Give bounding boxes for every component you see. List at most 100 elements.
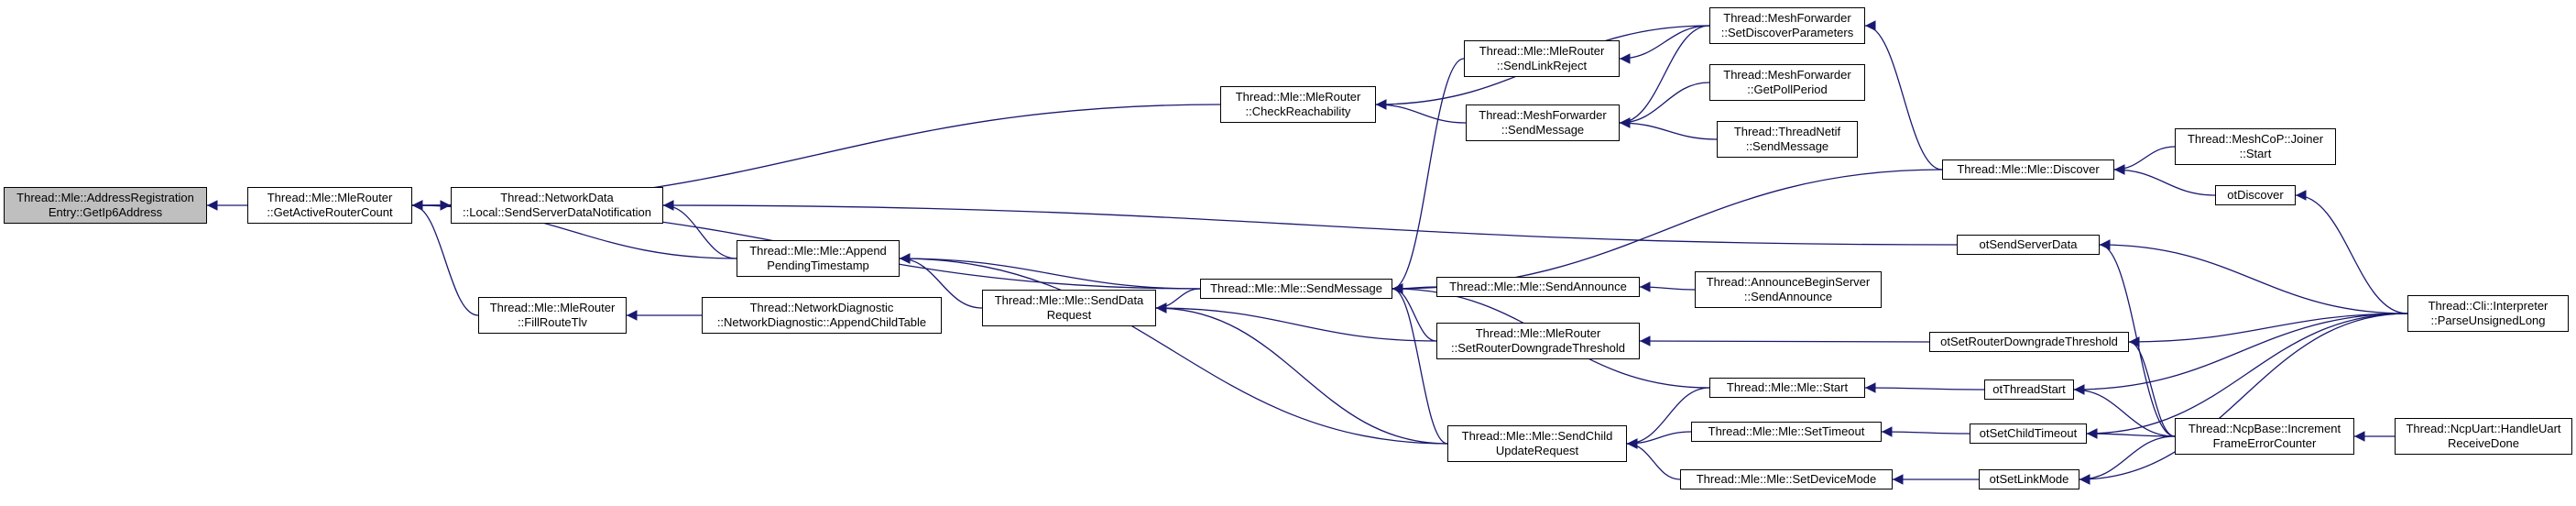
node-label: Thread::Mle::Mle::Start [1726,380,1849,394]
node-label: Thread::NetworkDiagnostic [749,301,894,314]
node-label: Thread::Mle::Mle::SendMessage [1210,281,1382,295]
node-label: Thread::Mle::Mle::SendData [994,293,1144,307]
node-label: ::GetActiveRouterCount [267,205,393,219]
node-set-router-downgrade-threshold[interactable]: Thread::Mle::MleRouter ::SetRouterDowngr… [1436,323,1640,359]
node-label: otSetRouterDowngradeThreshold [1940,335,2118,348]
node-append-pending-timestamp[interactable]: Thread::Mle::Mle::Append PendingTimestam… [737,240,900,277]
node-label: Thread::NetworkData [500,191,614,204]
node-label: otThreadStart [1992,382,2066,396]
node-label: Thread::Mle::MleRouter [1235,90,1361,104]
node-send-data-request[interactable]: Thread::Mle::Mle::SendData Request [982,290,1156,326]
node-handle-uart-receive-done[interactable]: Thread::NcpUart::HandleUart ReceiveDone [2395,418,2572,455]
node-label: Thread::Mle::Mle::SendChild [1461,429,1613,443]
edge-n10-n11 [1619,25,1710,128]
node-ot-thread-start[interactable]: otThreadStart [1984,380,2074,400]
node-label: ::FillRouteTlv [518,315,587,329]
node-mle-start[interactable]: Thread::Mle::Mle::Start [1709,378,1865,398]
node-label: Thread::Mle::Mle::SetDeviceMode [1696,472,1877,486]
node-set-device-mode[interactable]: Thread::Mle::Mle::SetDeviceMode [1680,469,1893,490]
node-discover[interactable]: Thread::Mle::Mle::Discover [1942,160,2114,180]
node-announce-begin-server[interactable]: Thread::AnnounceBeginServer ::SendAnnoun… [1695,271,1882,308]
edge-n7-n16 [1155,302,1437,342]
node-label: Thread::Mle::Mle::Append [749,244,887,258]
node-label: Thread::MeshForwarder [1479,108,1607,122]
node-label: Thread::MeshForwarder [1723,68,1851,82]
edge-n5-n10 [1375,99,1467,124]
edge-n10-n13 [1619,117,1718,140]
node-label: ::CheckReachability [1245,104,1351,118]
node-set-discover-parameters[interactable]: Thread::MeshForwarder ::SetDiscoverParam… [1709,7,1865,44]
edge-n17-n20 [1626,438,1681,480]
node-label: Thread::ThreadNetif [1733,125,1841,138]
edge-n6-n7 [899,253,983,309]
node-set-timeout[interactable]: Thread::Mle::Mle::SetTimeout [1691,422,1882,442]
edge-n8-n16 [1392,283,1437,342]
node-label: otDiscover [2227,188,2284,202]
edge-n2-n24 [662,200,1958,246]
node-label: Request [1046,308,1092,322]
node-label: PendingTimestamp [767,258,869,272]
node-joiner-start[interactable]: Thread::MeshCoP::Joiner ::Start [2175,128,2336,165]
node-send-child-update-request[interactable]: Thread::Mle::Mle::SendChild UpdateReques… [1447,425,1627,462]
node-send-link-reject[interactable]: Thread::Mle::MleRouter ::SendLinkReject [1464,40,1620,77]
node-label: Thread::Mle::Mle::SetTimeout [1708,424,1865,438]
node-check-reachability[interactable]: Thread::Mle::MleRouter ::CheckReachabili… [1220,86,1376,123]
edge-n21-n23 [2113,164,2216,196]
node-label: ::SendMessage [1501,123,1585,137]
node-label: Thread::Mle::MleRouter [267,191,393,204]
node-fill-route-tlv[interactable]: Thread::Mle::MleRouter ::FillRouteTlv [478,297,627,334]
node-get-active-router-count[interactable]: Thread::Mle::MleRouter ::GetActiveRouter… [247,187,412,224]
node-label: FrameErrorCounter [2212,436,2317,450]
node-label: Thread::Mle::MleRouter [1475,326,1601,340]
node-label: ReceiveDone [2447,436,2520,450]
node-ot-send-server-data[interactable]: otSendServerData [1957,235,2100,255]
node-label: ::Local::SendServerDataNotification [463,205,651,219]
edge-n17-n18 [1626,387,1710,449]
edge-n25-n30 [2128,336,2176,437]
node-label: otSetLinkMode [1989,472,2069,486]
edge-n7-n17 [1155,302,1448,445]
node-append-child-table[interactable]: Thread::NetworkDiagnostic ::NetworkDiagn… [702,297,942,334]
edge-n26-n30 [2073,384,2176,437]
edge-n9-n11 [1619,25,1710,64]
edge-n16-n25 [1639,336,1930,346]
edge-n28-n30 [2079,435,2176,485]
node-label: Thread::AnnounceBeginServer [1706,275,1871,289]
node-label: Thread::MeshForwarder [1723,11,1851,25]
node-label: Thread::NcpUart::HandleUart [2406,422,2561,435]
node-label: Thread::Mle::Mle::SendAnnounce [1449,280,1627,293]
node-label: ::ParseUnsignedLong [2430,314,2546,327]
node-label: Thread::NcpBase::Increment [2188,422,2341,435]
edge-n23-n29 [2295,190,2408,314]
edge-n8-n17 [1392,283,1448,445]
edge-n11-n21 [1864,20,1943,170]
edge-n25-n29 [2128,313,2408,347]
node-label: Thread::Mle::Mle::Discover [1957,162,2100,176]
node-mesh-forwarder-send-message[interactable]: Thread::MeshForwarder ::SendMessage [1466,104,1620,141]
node-send-announce[interactable]: Thread::Mle::Mle::SendAnnounce [1436,277,1640,297]
edge-n21-n22 [2113,146,2176,175]
node-ot-set-child-timeout[interactable]: otSetChildTimeout [1970,424,2087,444]
node-get-poll-period[interactable]: Thread::MeshForwarder ::GetPollPeriod [1709,64,1865,101]
node-send-message[interactable]: Thread::Mle::Mle::SendMessage [1200,279,1392,299]
node-get-ip6-address[interactable]: Thread::Mle::AddressRegistration Entry::… [4,187,207,224]
node-thread-netif-send-message[interactable]: Thread::ThreadNetif ::SendMessage [1717,121,1858,158]
node-label: ::SetDiscoverParameters [1720,26,1854,39]
node-parse-unsigned-long[interactable]: Thread::Cli::Interpreter ::ParseUnsigned… [2407,295,2569,332]
edge-n28-n29 [2079,313,2408,485]
node-label: ::SendAnnounce [1743,290,1833,303]
edge-n18-n26 [1864,382,1985,393]
node-ot-set-router-downgrade-threshold[interactable]: otSetRouterDowngradeThreshold [1929,332,2129,352]
edge-n24-n29 [2099,239,2408,314]
node-label: ::SetRouterDowngradeThreshold [1450,341,1626,355]
node-ot-set-link-mode[interactable]: otSetLinkMode [1979,469,2079,490]
node-label: Thread::Mle::MleRouter [489,301,616,314]
edge-n7-n8 [1155,288,1201,314]
node-ot-discover[interactable]: otDiscover [2215,185,2296,205]
node-send-server-data-notification[interactable]: Thread::NetworkData ::Local::SendServerD… [451,187,663,224]
node-label: Thread::MeshCoP::Joiner [2187,132,2324,146]
node-increment-frame-error-counter[interactable]: Thread::NcpBase::Increment FrameErrorCou… [2175,418,2354,455]
node-label: Thread::Cli::Interpreter [2428,299,2549,313]
node-label: Thread::Mle::MleRouter [1479,44,1605,58]
edge-n27-n30 [2086,428,2176,439]
